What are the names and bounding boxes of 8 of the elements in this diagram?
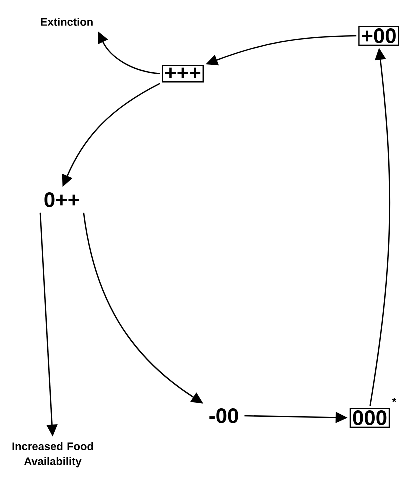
state-box: +++ xyxy=(162,65,204,83)
outcome-label: Increased Food Availability xyxy=(12,442,94,468)
state-label: 0++ xyxy=(44,192,80,208)
state-box: 000 xyxy=(350,408,390,428)
asterisk-note: * xyxy=(392,398,397,402)
state-label: -00 xyxy=(210,408,238,424)
state-box: +00 xyxy=(358,26,400,46)
outcome-label: Extinction xyxy=(41,18,93,26)
